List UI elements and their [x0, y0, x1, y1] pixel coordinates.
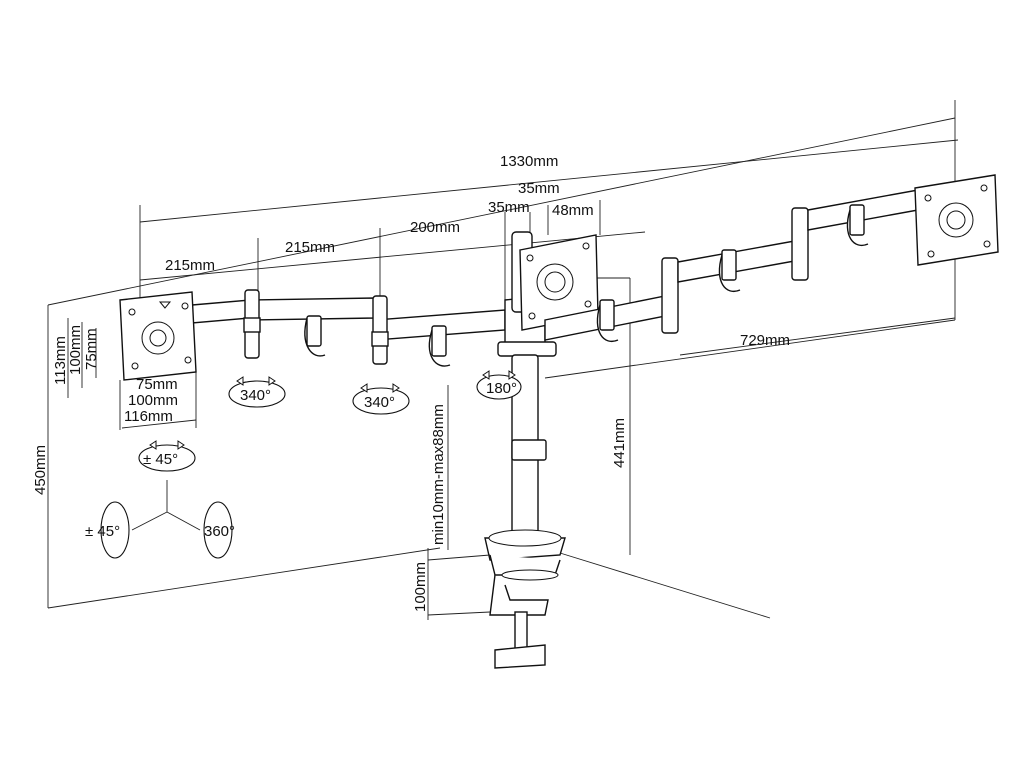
dim-desk-thickness: min10mm-max88mm: [430, 404, 447, 545]
pole-and-clamp: [484, 354, 566, 669]
top-dimensions: [139, 139, 959, 555]
badge-tilt-side: ± 45°: [85, 501, 130, 559]
badge-rotate: 360°: [203, 501, 235, 559]
dim-pole-height: 441mm: [611, 418, 628, 468]
dim-total-width: 1330mm: [500, 153, 558, 170]
dim-bracket-offset-b: 35mm: [518, 180, 560, 197]
badge-tilt-top: ± 45°: [138, 440, 196, 472]
badge-swivel-left-label: 340°: [240, 387, 271, 404]
left-arm: [191, 289, 506, 367]
dim-arm-segment-1: 215mm: [165, 257, 215, 274]
dim-arm-segment-2: 215mm: [285, 239, 335, 256]
dim-bracket-offset-a: 35mm: [488, 199, 530, 216]
badge-swivel-center: 180°: [476, 370, 522, 400]
badge-tilt-top-label: ± 45°: [143, 451, 178, 468]
badge-swivel-center-label: 180°: [486, 380, 517, 397]
dim-overall-height: 450mm: [32, 445, 49, 495]
left-vesa-plate: [119, 291, 197, 381]
dim-right-span: 729mm: [740, 332, 790, 349]
dim-clamp-depth: 100mm: [412, 562, 429, 612]
dim-vesa-medium: 100mm: [128, 392, 178, 409]
badge-swivel-left: 340°: [228, 376, 286, 408]
badge-rotate-label: 360°: [204, 523, 235, 540]
right-arm: [661, 189, 919, 334]
dim-vesa-small: 75mm: [136, 376, 178, 393]
badge-swivel-mid-label: 340°: [364, 394, 395, 411]
dim-vesa-h-75: 75mm: [83, 328, 100, 370]
dim-plate-height: 113mm: [52, 336, 69, 385]
dim-vesa-h-100: 100mm: [67, 325, 84, 375]
side-dimensions: [67, 318, 491, 620]
dim-bracket-width: 48mm: [552, 202, 594, 219]
dim-plate-width: 116mm: [124, 408, 173, 425]
badge-swivel-mid: 340°: [352, 383, 410, 415]
center-assembly: [497, 231, 666, 357]
dim-arm-segment-3: 200mm: [410, 219, 460, 236]
rotation-axes: [131, 480, 201, 531]
right-vesa-plate: [914, 174, 999, 266]
badge-tilt-side-label: ± 45°: [85, 523, 120, 540]
